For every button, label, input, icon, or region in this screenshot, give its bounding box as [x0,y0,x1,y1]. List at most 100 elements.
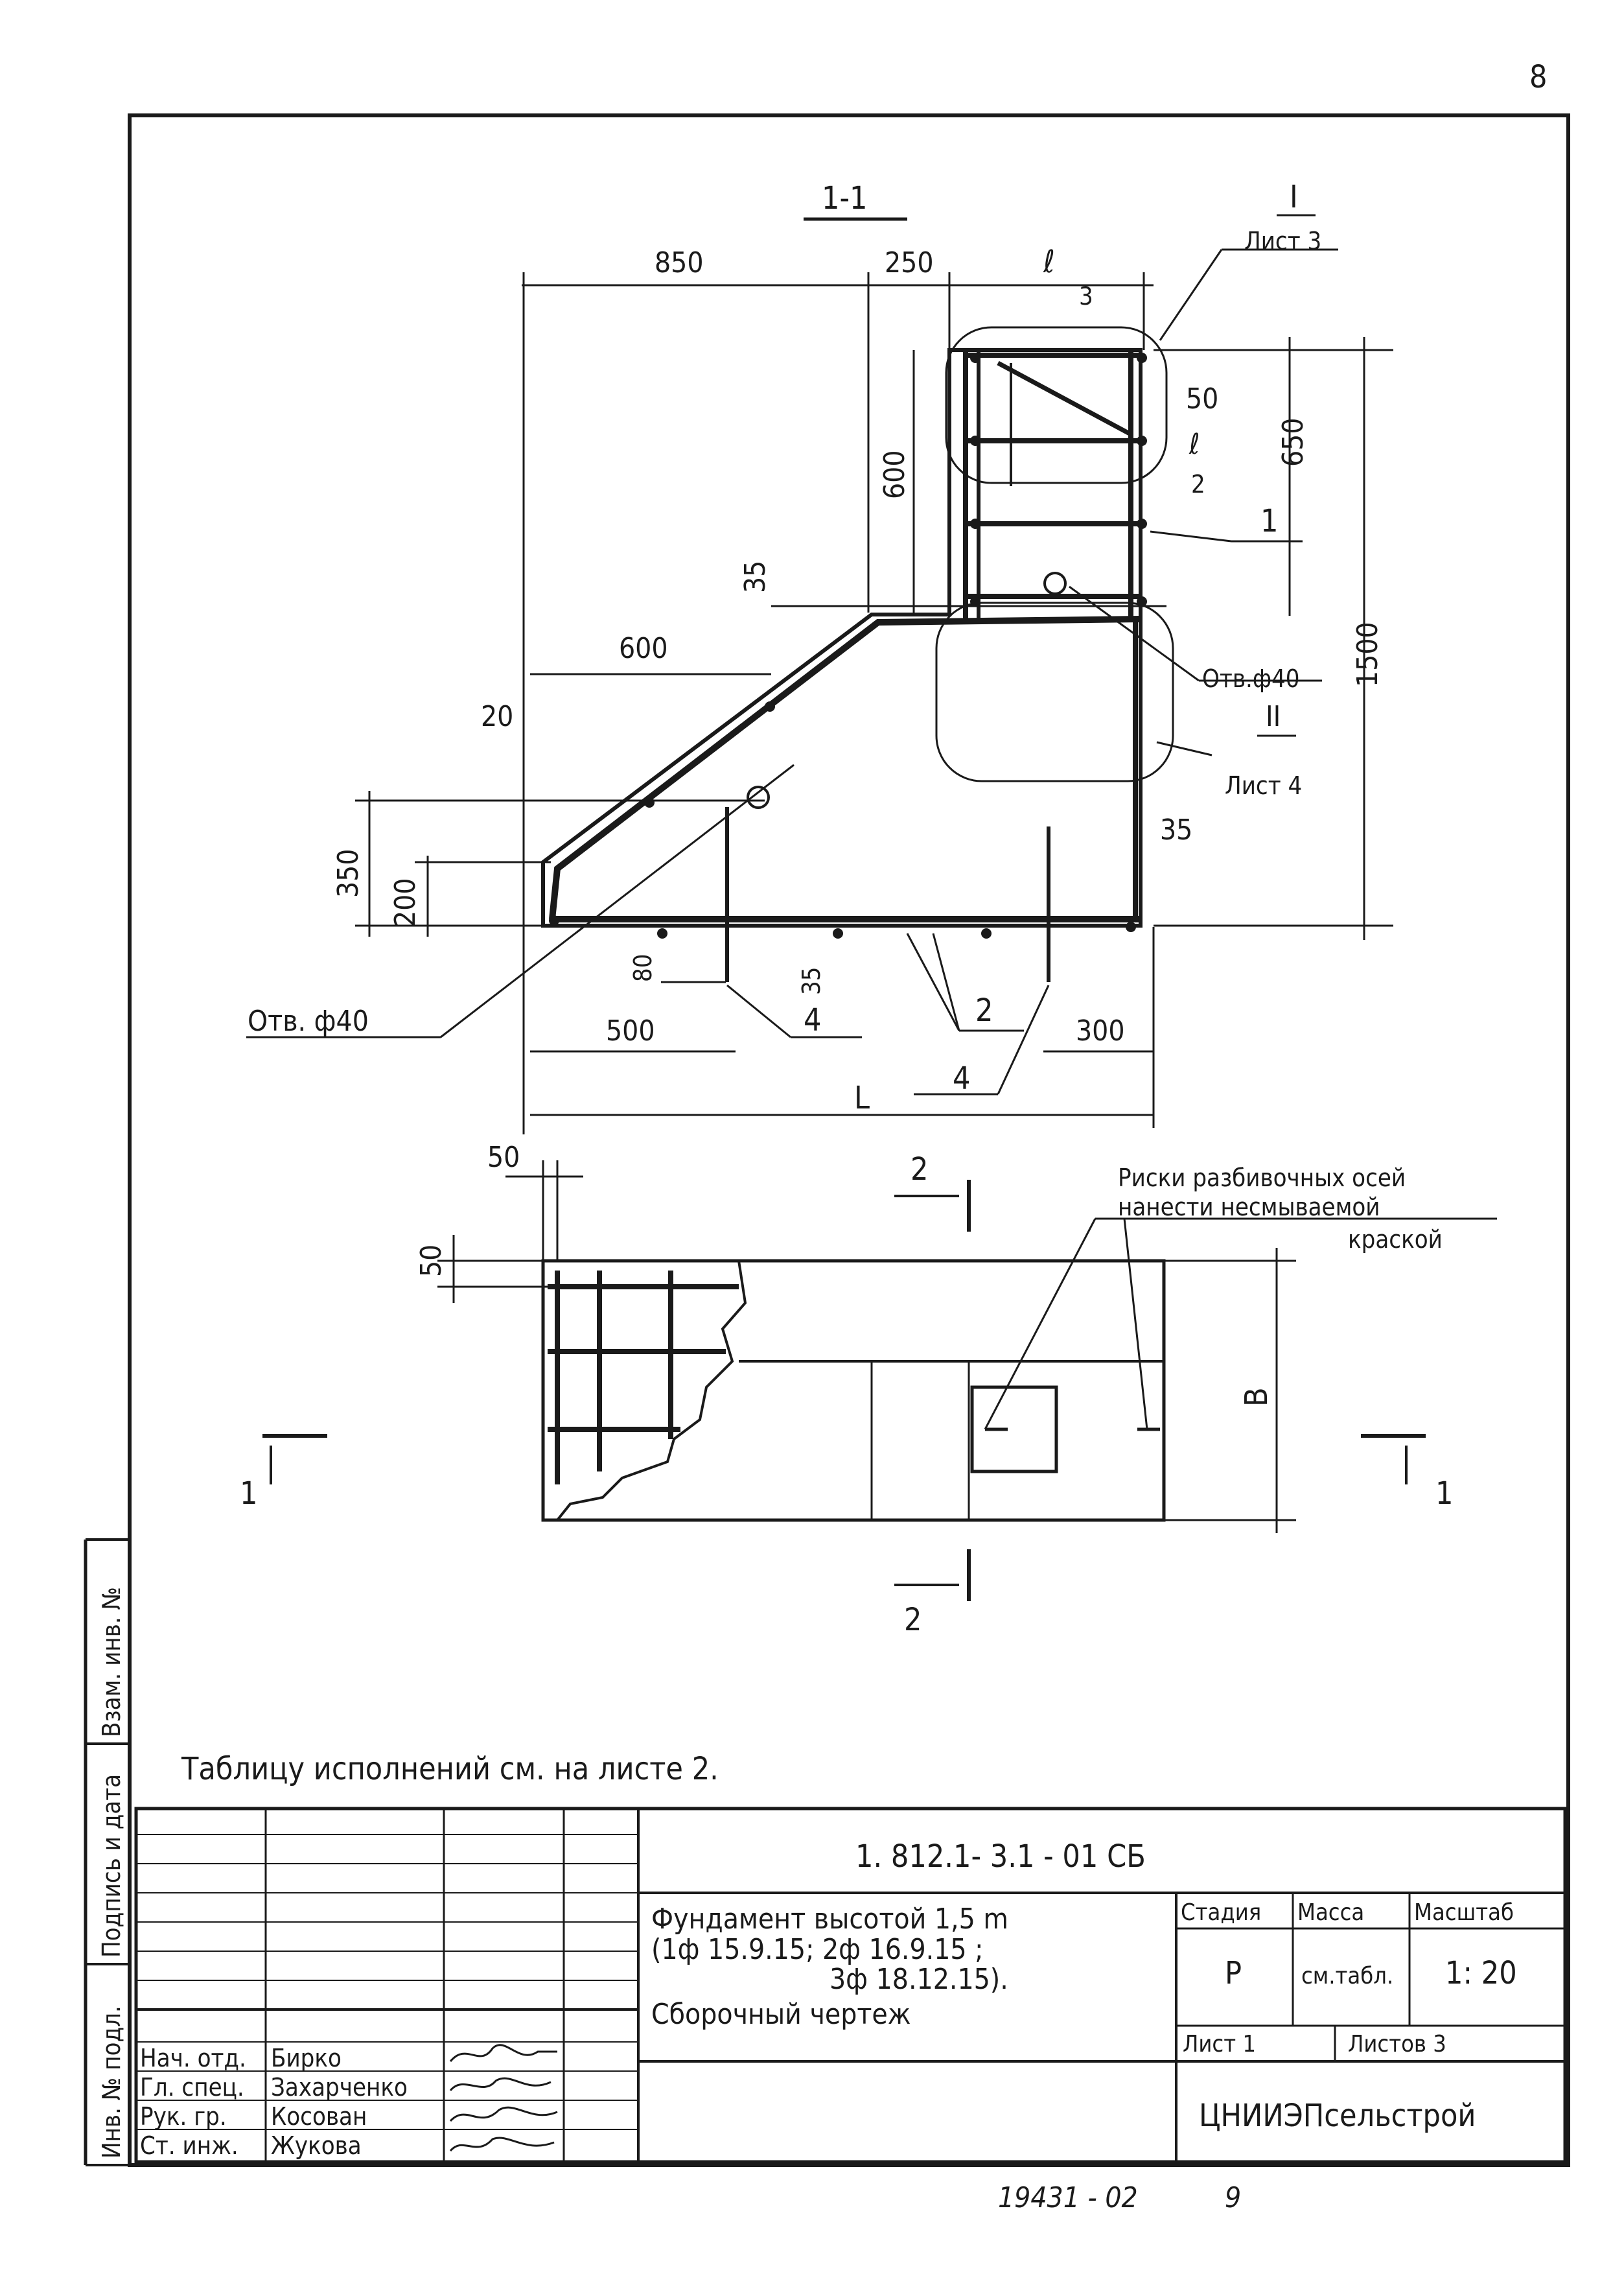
name-3: Косован [271,2102,367,2131]
note-line-2: нанести несмываемой [1118,1193,1380,1221]
note-line-3: краской [1348,1225,1443,1254]
name-2: Захарченко [271,2073,408,2102]
stamp-original-inv: Инв. № подл. [97,2006,126,2159]
page-number: 8 [1529,59,1547,95]
leader-hole-left [440,764,795,1038]
table-note: Таблицу исполнений см. на листе 2. [181,1751,719,1787]
position-2: 2 [975,992,993,1029]
leader-pos2 [906,933,960,1031]
title-line-1: Фундамент высотой 1,5 m [651,1903,1008,1936]
leader-axis-mark [984,1218,1096,1430]
cut-label-left: 1 [240,1475,257,1512]
signature-3 [449,2106,558,2122]
rebar-dot [833,928,843,939]
plan-break-line [556,1260,747,1521]
dim-L: L [854,1080,870,1116]
dim-35-right: 35 [1160,814,1192,847]
dim-650: 650 [1277,417,1310,467]
leader-node-II [1156,741,1212,756]
footer-page: 9 [1225,2181,1241,2214]
leader-pos4a [726,984,791,1038]
hole-right [1043,572,1067,595]
column-diagonal [997,360,1132,437]
role-2: Гл. спец. [140,2073,244,2102]
rebar-dot [1137,436,1147,446]
leader-pos4b [997,985,1050,1095]
section-title: 1-1 [822,180,868,217]
dim-plan-50v: 50 [415,1245,448,1277]
dim-20: 20 [481,700,513,733]
node-II-sheet: Лист 4 [1225,771,1302,800]
node-I-outline [945,326,1168,484]
dim-200: 200 [389,878,422,927]
position-4b: 4 [953,1060,970,1097]
mass-label: Масса [1297,1899,1364,1926]
cut-label-top: 2 [911,1151,928,1188]
hole-left [747,786,770,809]
rebar-dot [1137,353,1147,363]
leader-hole-right [1069,585,1200,682]
leader-node-I [1159,249,1223,341]
rebar-dot [657,928,667,939]
dim-600v: 600 [878,450,911,499]
cut-label-bottom: 2 [904,1602,922,1638]
stamp-signature-date: Подпись и дата [97,1774,126,1958]
hole-left-label: Отв. ф40 [248,1005,369,1038]
title-line-2: (1ф 15.9.15; 2ф 16.9.15 ; [651,1933,984,1966]
organization: ЦНИИЭПсельстрой [1199,2098,1476,2134]
signature-2 [449,2077,551,2092]
rebar-dot [765,701,775,712]
dim-50: 50 [1186,382,1218,416]
title-line-3: 3ф 18.12.15). [829,1963,1008,1996]
stage-label: Стадия [1181,1899,1261,1926]
signature-1 [449,2044,557,2062]
node-I-sheet: Лист 3 [1244,227,1321,255]
archive-number: 19431 - 02 [998,2181,1138,2214]
dim-1500: 1500 [1351,622,1384,687]
scale-value: 1: 20 [1445,1955,1517,1991]
rebar-dot [1137,519,1147,529]
dim-half-2: 2 [1191,470,1205,498]
plan-outline [541,1259,1166,1522]
node-II-outline [935,602,1174,782]
dim-500: 500 [606,1014,655,1048]
rebar-dot [970,436,980,446]
position-1: 1 [1260,503,1278,539]
doc-code: 1. 812.1- 3.1 - 01 СБ [855,1838,1146,1875]
leader-pos1 [1150,530,1232,543]
stage-value: Р [1225,1955,1242,1991]
dim-half-l: ℓ [1189,428,1200,461]
hole-right-label: Отв.ф40 [1202,664,1300,693]
rebar-dot [644,797,655,808]
dim-35-top: 35 [739,561,772,593]
node-II-number: II [1266,700,1281,733]
leader-pos2 [932,933,960,1031]
rebar-dot [1126,922,1136,932]
dim-600: 600 [619,632,668,665]
dim-350: 350 [332,849,365,898]
rebar-dot [549,915,559,926]
signature-4 [449,2137,555,2152]
tb-left-rows [136,1834,638,2130]
dim-plan-B: B [1238,1387,1275,1407]
note-line-1: Риски разбивочных осей [1118,1164,1406,1192]
rebar-dot [970,519,980,529]
node-I-number: I [1290,179,1298,215]
role-3: Рук. гр. [140,2102,227,2131]
rebar-dot [970,353,980,363]
dim-3: 3 [1079,282,1093,311]
sheets-label: Листов 3 [1348,2031,1446,2057]
sheet-border [128,113,1570,2167]
position-4a: 4 [804,1002,821,1038]
stamp-replace-inv: Взам. инв. № [97,1587,126,1737]
title-line-4: Сборочный чертеж [651,1998,911,2031]
title-block [134,1807,1567,2164]
rebar-dot [981,928,992,939]
dim-850: 850 [655,246,704,279]
rebar-main [549,616,1141,920]
scale-label: Масштаб [1414,1899,1514,1926]
role-4: Ст. инж. [140,2131,238,2160]
foundation-outline [541,348,1143,928]
cut-label-right: 1 [1435,1475,1453,1512]
